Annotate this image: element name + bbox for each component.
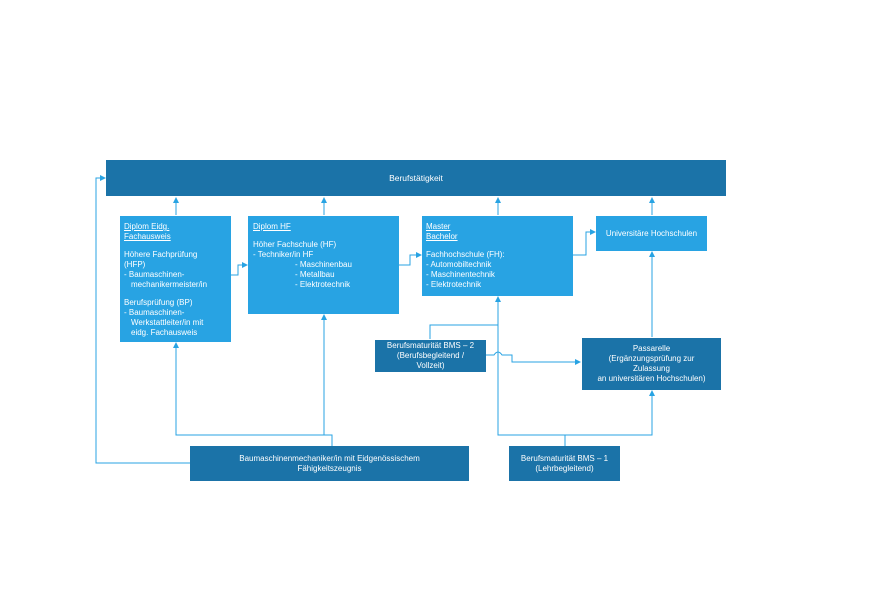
uni-box: Universitäre Hochschulen <box>596 216 707 251</box>
arrow-bms2-to-fh <box>429 296 501 339</box>
arrow-fh-to-uni <box>573 229 596 256</box>
hf-item: - Metallbau <box>295 270 335 279</box>
berufstaetigkeit-label: Berufstätigkeit <box>389 173 443 183</box>
fh-school: Fachhochschule (FH): <box>426 250 505 259</box>
bms1-line1: Berufsmaturität BMS – 1 <box>520 453 609 463</box>
fh-item: - Elektrotechnik <box>426 280 482 289</box>
hfp-item-line2: mechanikermeister/in <box>131 280 208 289</box>
hfp-title-line2: (HFP) <box>124 260 146 269</box>
bp-item-line2: Werkstattleiter/in mit <box>131 318 204 327</box>
hfp-item-line1: - Baumaschinen- <box>124 270 185 279</box>
bms2-box: Berufsmaturität BMS – 2 (Berufsbegleiten… <box>375 340 486 372</box>
hfp-title-line1: Höhere Fachprüfung <box>124 250 198 259</box>
passarelle-line4: an universitären Hochschulen) <box>597 374 706 383</box>
bms1-line2: (Lehrbegleitend) <box>535 463 594 473</box>
uni-label: Universitäre Hochschulen <box>605 228 698 238</box>
passarelle-line3: Zulassung <box>633 364 670 373</box>
fh-item: - Automobiltechnik <box>426 260 492 269</box>
hf-title: Diplom HF <box>253 222 291 231</box>
line-bms1-to-fh <box>497 325 566 446</box>
efz-line2: Fähigkeitszeugnis <box>297 463 362 473</box>
eidg-title-line2: Fachausweis <box>124 232 171 241</box>
bp-title: Berufsprüfung (BP) <box>124 298 193 307</box>
eidg-title-line1: Diplom Eidg. <box>124 222 170 231</box>
bp-item-line1: - Baumaschinen- <box>124 308 185 317</box>
arrow-bms2-to-passarelle <box>486 351 581 365</box>
bms1-box: Berufsmaturität BMS – 1 (Lehrbegleitend) <box>509 446 620 481</box>
passarelle-line1: Passarelle <box>632 344 671 353</box>
arrow-efz-to-berufstaetigkeit <box>95 175 190 464</box>
hf-role: - Techniker/in HF <box>253 250 314 259</box>
bp-item-line3: eidg. Fachausweis <box>131 328 198 337</box>
bms2-line3: Vollzeit) <box>416 361 445 370</box>
bms2-line1: Berufsmaturität BMS – 2 <box>386 341 475 350</box>
fh-title-line1: Master <box>426 222 451 231</box>
hf-school: Höher Fachschule (HF) <box>253 240 337 249</box>
fh-box: Master Bachelor Fachhochschule (FH): - A… <box>422 216 573 296</box>
bms2-line2: (Berufsbegleitend / <box>396 351 465 360</box>
berufstaetigkeit-box: Berufstätigkeit <box>106 160 726 196</box>
arrow-bms1-to-passarelle <box>565 390 655 436</box>
eidg-box: Diplom Eidg. Fachausweis Höhere Fachprüf… <box>120 216 231 342</box>
passarelle-box: Passarelle (Ergänzungsprüfung zur Zulass… <box>582 338 721 390</box>
passarelle-line2: (Ergänzungsprüfung zur <box>608 354 695 363</box>
efz-box: Baumaschinenmechaniker/in mit Eidgenössi… <box>190 446 469 481</box>
arrow-hf-to-fh <box>399 252 422 266</box>
arrow-eidg-to-hf <box>231 262 248 276</box>
hf-box: Diplom HF Höher Fachschule (HF) - Techni… <box>248 216 399 314</box>
hf-item: - Elektrotechnik <box>295 280 351 289</box>
fh-item: - Maschinentechnik <box>426 270 495 279</box>
fh-title-line2: Bachelor <box>426 232 458 241</box>
efz-line1: Baumaschinenmechaniker/in mit Eidgenössi… <box>239 453 420 463</box>
arrow-efz-to-eidg <box>173 342 333 446</box>
hf-item: - Maschinenbau <box>295 260 352 269</box>
